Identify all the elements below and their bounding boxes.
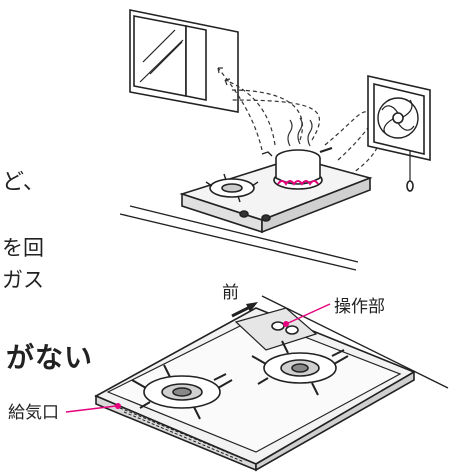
- window-illustration: [129, 9, 239, 113]
- text-fragment-2: を回: [2, 236, 44, 260]
- burner-flame: [277, 180, 319, 186]
- air-intake-label: 給気口: [8, 403, 59, 423]
- upper-stove-illustration: [119, 146, 373, 271]
- air-intake-callout: [65, 403, 121, 413]
- built-in-stove-illustration: [94, 295, 449, 472]
- text-fragment-heading: がない: [6, 341, 94, 374]
- front-arrow-icon: [231, 302, 258, 318]
- steam-lines: [287, 117, 313, 147]
- front-label: 前: [222, 283, 239, 303]
- control-panel-label: 操作部: [334, 297, 385, 317]
- text-fragment-1: ど、: [2, 170, 45, 195]
- airflow-lines-window: [217, 67, 381, 176]
- text-fragment-3: ガス: [2, 268, 44, 292]
- control-panel-callout: [283, 303, 331, 327]
- ventilation-fan-illustration: [367, 74, 431, 192]
